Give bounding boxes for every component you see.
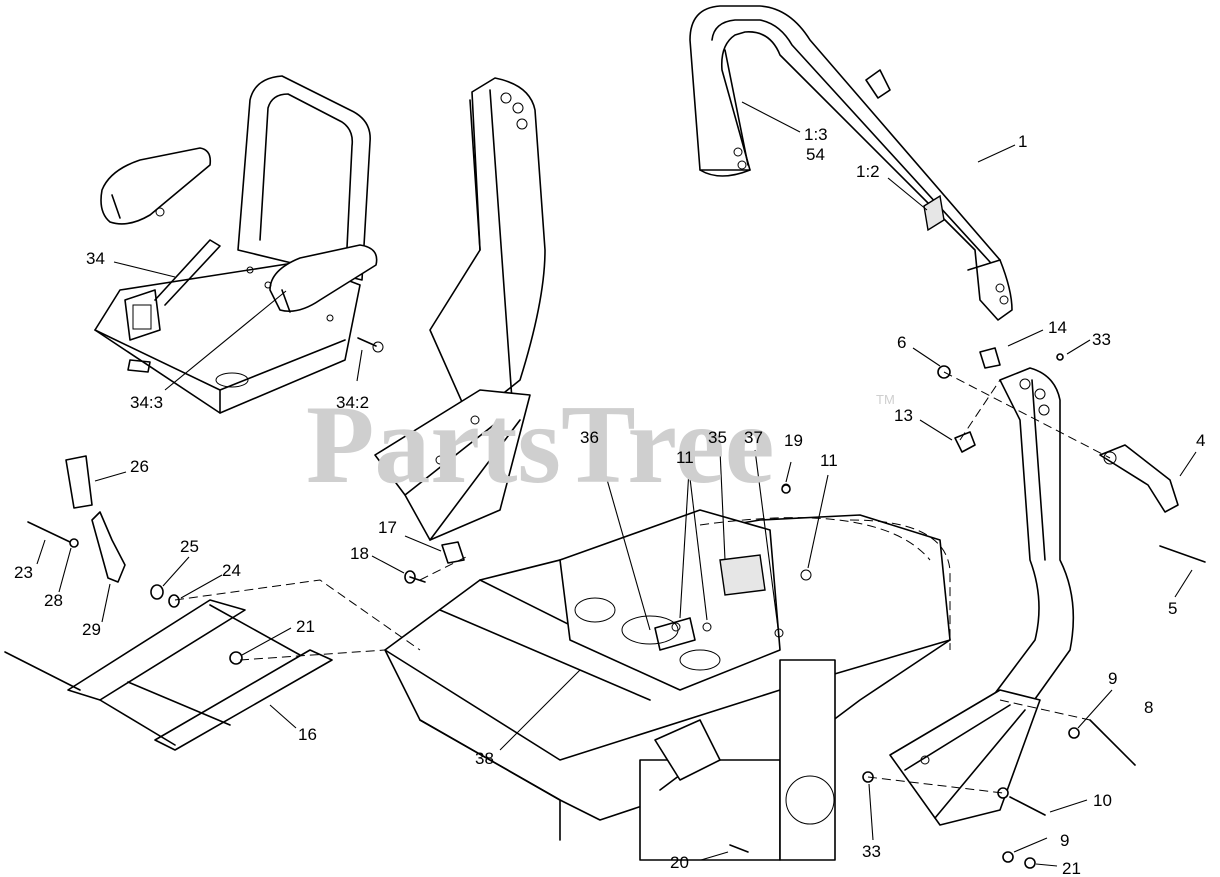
callout-29: 29 [82, 620, 101, 639]
callout-18: 18 [350, 544, 369, 563]
main-frame [384, 483, 951, 861]
callout-14: 14 [1048, 318, 1067, 337]
callout-20: 20 [670, 853, 689, 872]
callout-33-top: 33 [1092, 330, 1111, 349]
callout-11-a: 11 [676, 448, 694, 467]
seat-mount-plate [4, 599, 333, 751]
callout-33-bottom: 33 [862, 842, 881, 861]
callout-26: 26 [130, 457, 149, 476]
callout-34-3: 34:3 [130, 393, 163, 412]
roll-bar-upper-hoop [689, 5, 1013, 321]
callout-6: 6 [897, 333, 906, 352]
callout-11-b: 11 [820, 451, 838, 470]
callout-1-2: 1:2 [856, 162, 880, 181]
callout-25: 25 [180, 537, 199, 556]
callout-17: 17 [378, 518, 397, 537]
callout-19: 19 [784, 431, 803, 450]
callout-23: 23 [14, 563, 33, 582]
callout-8: 8 [1144, 698, 1153, 717]
callout-54: 54 [806, 145, 825, 164]
callout-24: 24 [222, 561, 241, 580]
callout-10: 10 [1093, 791, 1112, 810]
callout-9-bottom: 9 [1060, 831, 1069, 850]
hardware-parts [27, 347, 1206, 869]
callout-5: 5 [1168, 599, 1177, 618]
callout-1-3: 1:3 [804, 125, 828, 144]
watermark-trademark: TM [876, 392, 895, 407]
callout-28: 28 [44, 591, 63, 610]
callout-16: 16 [298, 725, 317, 744]
callout-34: 34 [86, 249, 105, 268]
callout-37: 37 [744, 428, 763, 447]
callout-35: 35 [708, 428, 727, 447]
leader-lines [36, 101, 1197, 867]
callout-9-top: 9 [1108, 669, 1117, 688]
callout-1: 1 [1018, 132, 1027, 151]
seat-assembly [94, 75, 384, 414]
callout-36: 36 [580, 428, 599, 447]
callout-21-left: 21 [296, 617, 315, 636]
callout-4: 4 [1196, 431, 1205, 450]
callout-38: 38 [475, 749, 494, 768]
callout-labels: 1 1:3 54 1:2 34 34:3 34:2 14 33 6 13 4 5… [14, 125, 1205, 877]
watermark-text: PartsTree [306, 383, 775, 507]
callout-21-right: 21 [1062, 859, 1081, 877]
assembly-lines [174, 371, 1111, 794]
callout-34-2: 34:2 [336, 393, 369, 412]
roll-bar-lower-left [374, 77, 546, 541]
callout-13: 13 [894, 406, 913, 425]
